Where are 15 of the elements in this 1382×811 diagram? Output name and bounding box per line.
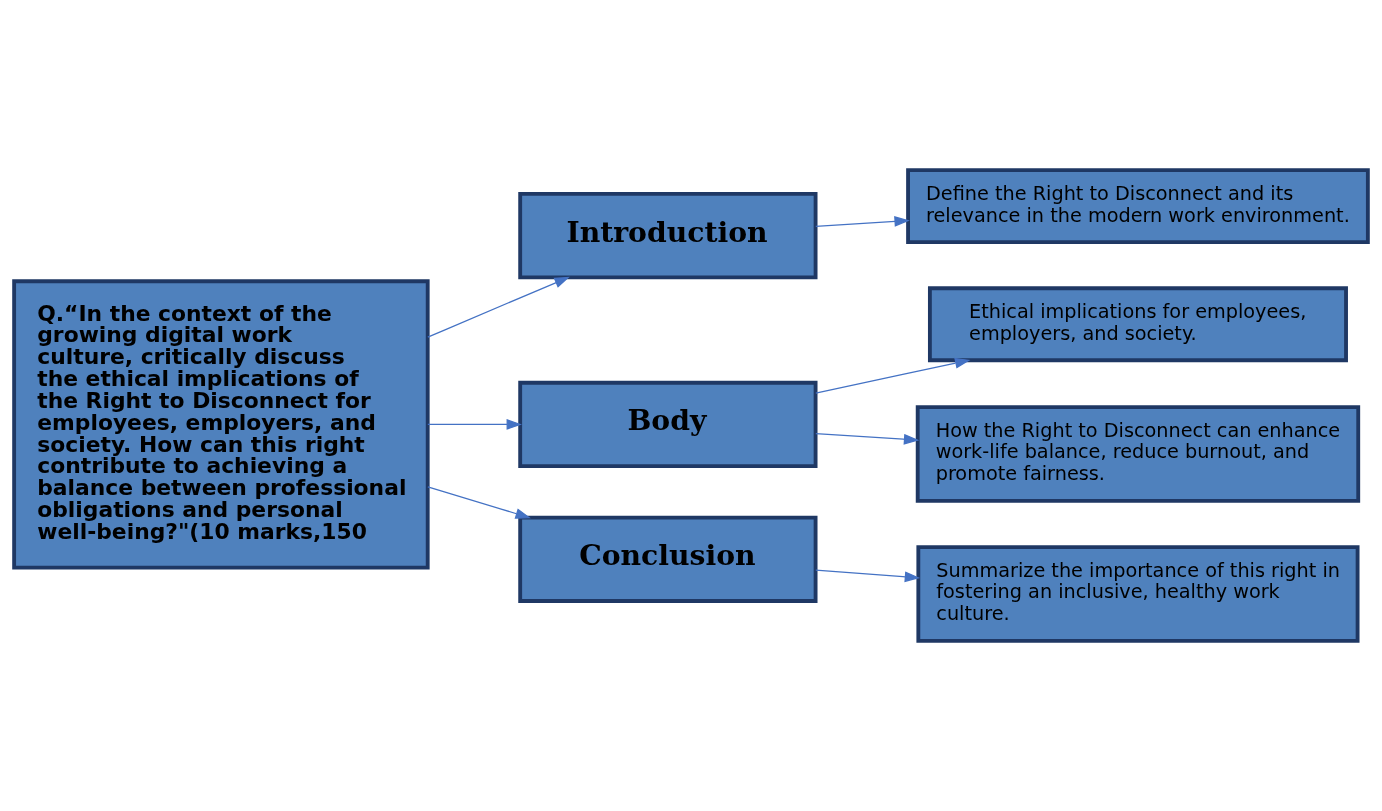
arrow [427, 419, 522, 430]
arrow [815, 433, 920, 445]
arrow [815, 569, 921, 583]
node-box: Summarize the importance of this right in fostering an inclusive, healthy work culture. [916, 545, 1360, 643]
node-box: Introduction [518, 191, 818, 280]
arrow [427, 486, 531, 519]
arrow [427, 276, 570, 338]
node-box: How the Right to Disconnect can enhance work-life balance, reduce burnout, and promote fairness. [915, 405, 1361, 503]
node-box: Conclusion [518, 515, 818, 603]
node-box: Body [518, 380, 818, 469]
node-box: Define the Right to Disconnect and its relevance in the modern work environment. [906, 168, 1370, 244]
node-box: Ethical implications for employees, employers, and society. [927, 286, 1348, 363]
arrow [815, 357, 971, 394]
arrow [815, 216, 910, 227]
node-box: Q.“In the context of the growing digital work culture, critically discuss the ethical implications of the Right to Disconnect for employees, employers, and society. How can this right contribute to achieving a balance between professional obligations and personal well-being?"(10 marks,150 [12, 279, 430, 570]
